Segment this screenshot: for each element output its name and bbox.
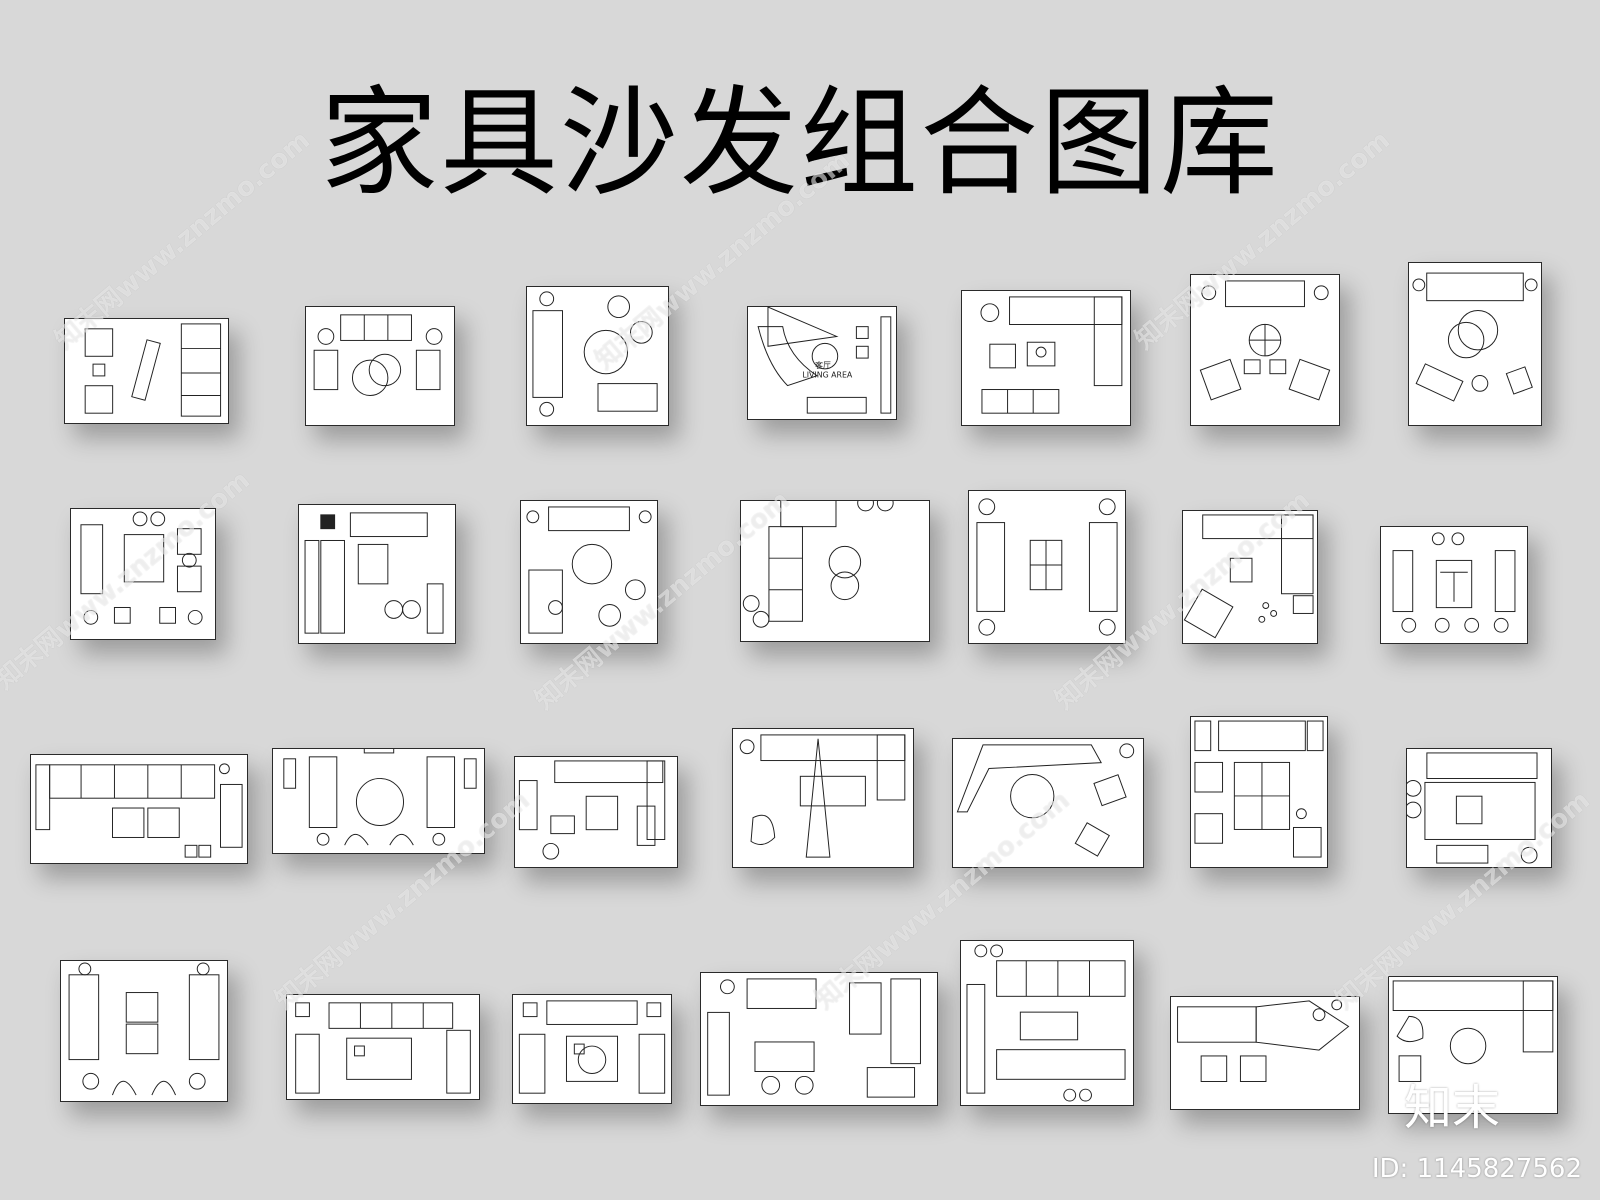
image-id: ID: 1145827562 <box>1371 1154 1582 1184</box>
sofa-layout-2-3[interactable] <box>520 500 658 644</box>
sofa-layout-3-7[interactable] <box>1406 748 1552 868</box>
living-area-label: LIVING AREA <box>802 371 853 380</box>
sofa-layout-3-4[interactable] <box>732 728 914 868</box>
sofa-layout-4-4[interactable] <box>700 972 938 1106</box>
page-title: 家具沙发组合图库 <box>319 74 1280 212</box>
sofa-layout-3-5[interactable] <box>952 738 1144 868</box>
sofa-layout-1-1[interactable] <box>64 318 229 424</box>
sofa-layout-2-7[interactable] <box>1380 526 1528 644</box>
sofa-layout-4-6[interactable] <box>1170 996 1360 1110</box>
sofa-layout-1-2[interactable] <box>305 306 455 426</box>
sofa-layout-1-3[interactable] <box>526 286 669 426</box>
sofa-layout-1-7[interactable] <box>1408 262 1542 426</box>
sofa-layout-2-6[interactable] <box>1182 510 1318 644</box>
living-room-cn-label: 客厅 <box>815 360 831 370</box>
sofa-layout-3-3[interactable] <box>514 756 678 868</box>
sofa-layout-1-5[interactable] <box>961 290 1131 426</box>
sofa-layout-2-4[interactable] <box>740 500 930 642</box>
sofa-layout-3-2[interactable] <box>272 748 485 854</box>
sofa-layout-2-1[interactable] <box>70 508 216 640</box>
sofa-layout-3-6[interactable] <box>1190 716 1328 868</box>
sofa-layout-1-6[interactable] <box>1190 274 1340 426</box>
sofa-layout-4-3[interactable] <box>512 994 672 1104</box>
sofa-layout-2-2[interactable] <box>298 504 456 644</box>
sofa-layout-3-1[interactable] <box>30 754 248 864</box>
sofa-layout-2-5[interactable] <box>968 490 1126 644</box>
sofa-layout-4-7[interactable] <box>1388 976 1558 1114</box>
sofa-layout-4-5[interactable] <box>960 940 1134 1106</box>
sofa-layout-4-2[interactable] <box>286 994 480 1100</box>
brand-logo: 知末 <box>1404 1080 1501 1136</box>
sofa-layout-4-1[interactable] <box>60 960 228 1102</box>
